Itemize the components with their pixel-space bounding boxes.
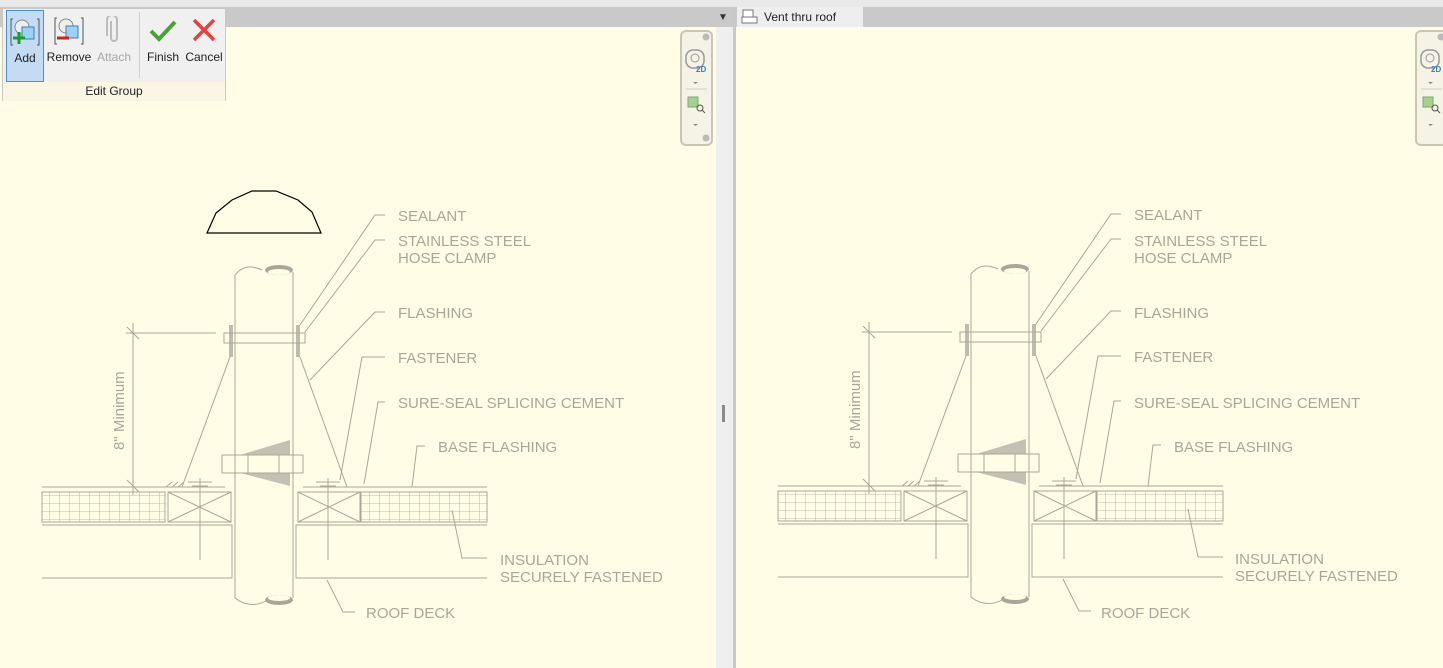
add-button[interactable]: Add	[6, 10, 44, 82]
add-label: Add	[14, 51, 36, 65]
zoom-region-icon[interactable]	[687, 96, 706, 114]
right-view-tab-strip	[736, 7, 1443, 27]
navigation-bar-right: 2D	[1415, 30, 1443, 146]
remove-label: Remove	[46, 50, 92, 64]
steering-wheel-2d-icon[interactable]: 2D	[1420, 49, 1441, 74]
finish-button[interactable]: Finish	[144, 10, 182, 82]
close-icon[interactable]	[1437, 33, 1443, 41]
remove-button[interactable]: Remove	[46, 10, 92, 82]
splitter-edge	[733, 7, 736, 668]
attach-button: Attach	[94, 10, 134, 82]
svg-text:2D: 2D	[1431, 65, 1441, 74]
tab-vent-thru-roof[interactable]: Vent thru roof	[737, 7, 863, 27]
tab-dropdown-icon[interactable]: ▼	[718, 12, 728, 23]
chevron-down-icon[interactable]	[693, 124, 698, 126]
collapse-icon[interactable]	[702, 134, 710, 142]
x-icon	[192, 18, 216, 42]
chevron-down-icon[interactable]	[693, 82, 698, 84]
chevron-down-icon[interactable]	[1428, 82, 1433, 84]
zoom-region-icon[interactable]	[1422, 96, 1441, 114]
finish-label: Finish	[146, 50, 179, 64]
tab-title: Vent thru roof	[764, 10, 837, 24]
edit-group-panel: Add Remove Attach Finish Cancel Edit Gro…	[2, 8, 226, 101]
cancel-button[interactable]: Cancel	[183, 10, 225, 82]
panel-title: Edit Group	[3, 82, 225, 101]
checkmark-icon	[149, 20, 177, 42]
sheet-view-icon	[741, 9, 758, 24]
cancel-label: Cancel	[185, 50, 223, 64]
navigation-bar-left: 2D	[680, 30, 713, 146]
close-icon[interactable]	[702, 33, 710, 41]
remove-from-group-icon	[54, 17, 84, 45]
chevron-down-icon[interactable]	[1428, 124, 1433, 126]
steering-wheel-2d-icon[interactable]: 2D	[685, 49, 706, 74]
add-to-group-icon	[10, 18, 40, 46]
paperclip-icon	[106, 16, 118, 42]
view-splitter[interactable]	[716, 27, 733, 668]
right-view-canvas[interactable]	[736, 27, 1443, 668]
ribbon-separator	[139, 12, 140, 78]
top-bar	[0, 0, 1443, 7]
attach-label: Attach	[96, 50, 132, 64]
svg-text:2D: 2D	[696, 65, 706, 74]
splitter-grip-handle[interactable]	[722, 405, 725, 422]
left-view-canvas[interactable]	[0, 27, 716, 668]
